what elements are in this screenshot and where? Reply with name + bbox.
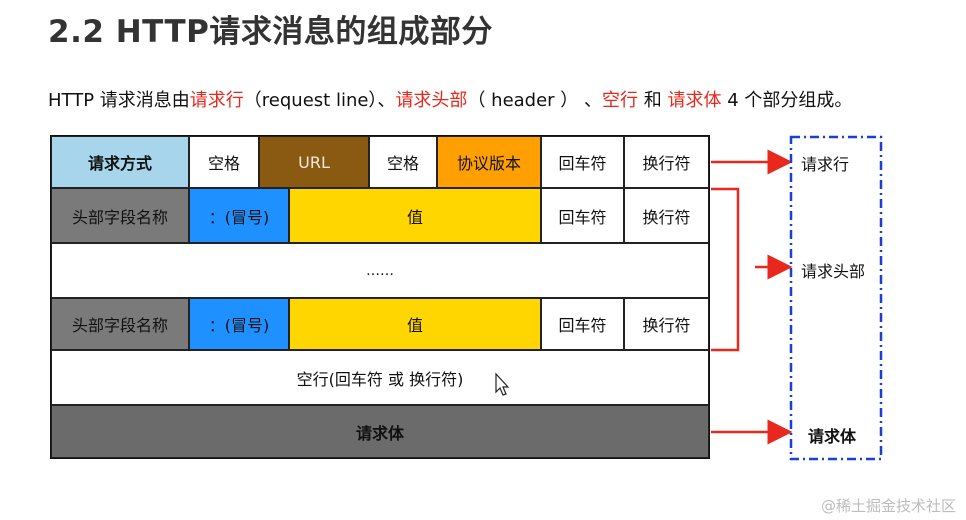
cell-url: URL [259, 136, 369, 188]
cell-header-colon-2: ：(冒号) [189, 298, 289, 350]
label-request-line: 请求行 [801, 155, 850, 174]
cell-ellipsis: …… [51, 243, 709, 298]
label-request-header: 请求头部 [801, 262, 866, 281]
dashed-parts-box [789, 135, 883, 461]
cell-header-colon-1: ：(冒号) [189, 188, 289, 243]
page-title: 2.2 HTTP请求消息的组成部分 [48, 14, 493, 50]
cell-header-value-2: 值 [289, 298, 541, 350]
cell-carriage-return-1: 回车符 [541, 136, 624, 188]
cell-space-1: 空格 [189, 136, 259, 188]
mouse-cursor-icon [495, 372, 510, 396]
cell-line-feed-1: 换行符 [624, 136, 709, 188]
cell-request-method: 请求方式 [51, 136, 189, 188]
intro-highlight-blank-line: 空行 [602, 90, 639, 111]
intro-part-1: HTTP 请求消息由 [48, 90, 190, 111]
cell-line-feed-3: 换行符 [624, 298, 709, 350]
cell-carriage-return-2: 回车符 [541, 188, 624, 243]
cell-header-name-1: 头部字段名称 [51, 188, 189, 243]
intro-part-3: （ header ） 、 [467, 90, 603, 111]
intro-part-5: 4 个部分组成。 [721, 90, 853, 111]
label-request-body: 请求体 [808, 427, 857, 446]
cell-blank-line: 空行(回车符 或 换行符) [51, 350, 709, 405]
cell-line-feed-2: 换行符 [624, 188, 709, 243]
intro-part-4: 和 [638, 90, 668, 111]
cell-carriage-return-3: 回车符 [541, 298, 624, 350]
bracket-request-header [711, 187, 740, 352]
intro-text: HTTP 请求消息由请求行（request line）、请求头部（ header… [48, 86, 852, 112]
cell-request-body: 请求体 [51, 405, 709, 458]
intro-part-2: （request line）、 [243, 90, 396, 111]
intro-highlight-request-body: 请求体 [667, 90, 722, 111]
cell-header-value-1: 值 [289, 188, 541, 243]
cell-protocol-version: 协议版本 [437, 136, 541, 188]
intro-highlight-request-header: 请求头部 [395, 90, 468, 111]
watermark: @稀土掘金技术社区 [820, 497, 956, 515]
cell-space-2: 空格 [369, 136, 437, 188]
cell-header-name-2: 头部字段名称 [51, 298, 189, 350]
intro-highlight-request-line: 请求行 [189, 90, 244, 111]
